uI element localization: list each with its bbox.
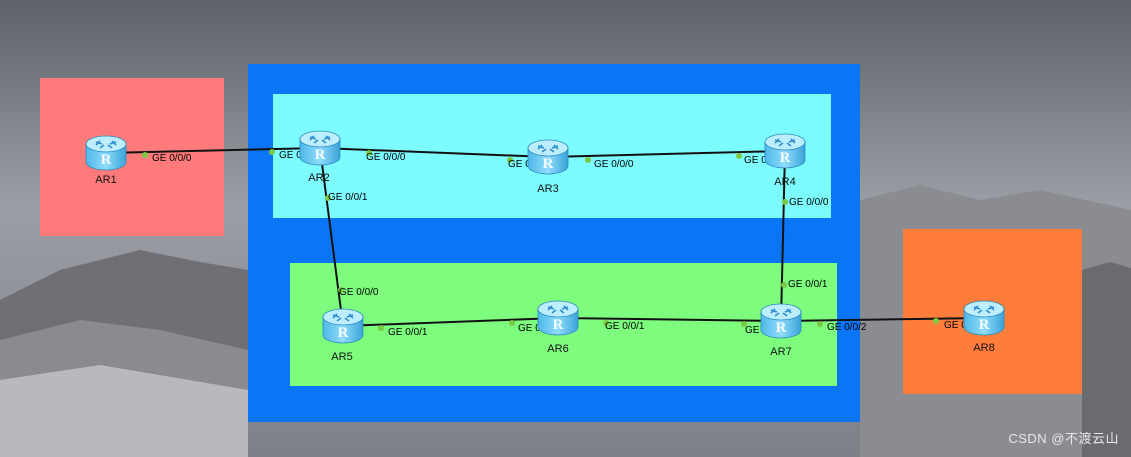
port-dot [325,195,331,201]
watermark: CSDN @不渡云山 [1008,431,1119,446]
router-icon[interactable]: R [757,300,805,342]
port-label: GE 0/0/0 [789,197,829,208]
port-dot [269,149,275,155]
router-label-ar3: AR3 [537,183,559,195]
port-dot [585,157,591,163]
port-dot [736,153,742,159]
port-label: GE 0/0/0 [594,159,634,170]
port-dot [933,318,939,324]
port-label: GE 0/0/2 [827,322,867,333]
port-label: GE 0/0/1 [605,321,645,332]
svg-text:R: R [979,317,990,333]
port-label: GE 0/0/0 [339,287,379,298]
port-dot [782,199,788,205]
port-dot [817,321,823,327]
router-label-ar5: AR5 [331,351,353,363]
router-label-ar2: AR2 [308,172,330,184]
port-dot [509,320,515,326]
router-label-ar6: AR6 [547,343,569,355]
svg-text:R: R [338,325,349,341]
port-label: GE 0/0/1 [744,155,784,166]
svg-text:R: R [780,150,791,166]
port-dot [603,320,609,326]
port-dot [781,282,787,288]
port-label: GE 0/0/0 [152,153,192,164]
svg-text:R: R [553,317,564,333]
port-dot [338,287,344,293]
link-ar7-ar8[interactable] [780,317,985,322]
router-icon[interactable]: R [524,136,572,178]
router-label-ar1: AR1 [95,174,117,186]
router-icon[interactable]: R [534,297,582,339]
link-ar5-ar6[interactable] [342,317,559,327]
port-dot [366,150,372,156]
link-ar3-ar4[interactable] [547,150,786,158]
router-label-ar4: AR4 [774,176,796,188]
port-label: GE 0/0/2 [279,150,319,161]
port-label: GE 0/0/1 [788,279,828,290]
port-dot [142,152,148,158]
port-label: GE 0/0/1 [388,327,428,338]
link-ar2-ar5[interactable] [319,147,344,327]
router-icon[interactable]: R [82,132,130,174]
area-ar1 [40,78,224,236]
svg-text:R: R [315,147,326,163]
svg-text:R: R [776,320,787,336]
svg-text:R: R [101,152,112,168]
link-ar6-ar7[interactable] [557,317,782,322]
router-label-ar8: AR8 [973,342,995,354]
port-label: GE 0/0/0 [518,323,558,334]
port-dot [378,325,384,331]
port-dot [507,157,513,163]
port-label: GE 0/0/0 [366,152,406,163]
router-label-ar7: AR7 [770,346,792,358]
router-icon[interactable]: R [296,127,344,169]
link-ar4-ar7[interactable] [780,150,786,322]
port-dot [741,321,747,327]
link-ar1-ar2[interactable] [105,147,321,154]
router-icon[interactable]: R [960,297,1008,339]
port-label: GE 0/0/1 [328,192,368,203]
router-icon[interactable]: R [761,130,809,172]
link-ar2-ar3[interactable] [319,147,549,158]
router-icon[interactable]: R [319,305,367,347]
svg-text:R: R [543,156,554,172]
